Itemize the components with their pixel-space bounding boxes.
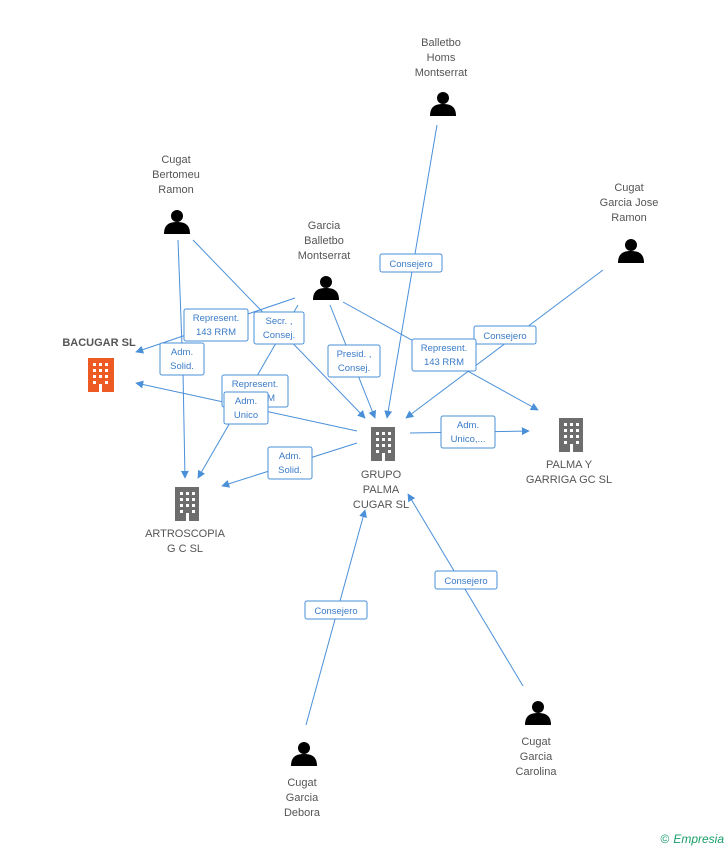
node-label-bertomeu-1: Cugat: [161, 154, 190, 166]
person-icon-garcia-jose[interactable]: [618, 239, 644, 263]
relation-box-r6[interactable]: Presid. , Consej.: [327, 344, 381, 378]
relation-label-r4-1: Secr. ,: [266, 316, 293, 327]
person-icon-balletbo[interactable]: [430, 92, 456, 116]
node-label-palma-garriga-1: PALMA Y: [546, 459, 593, 471]
relation-label-r12: Consejero: [444, 576, 487, 587]
building-icon-palma-garriga[interactable]: [559, 418, 583, 452]
node-label-bertomeu-3: Ramon: [158, 184, 193, 196]
relation-box-r3[interactable]: Represent. 143 RRM: [183, 308, 249, 342]
node-label-carolina-1: Cugat: [521, 736, 550, 748]
relation-label-r5-2: Solid.: [170, 361, 194, 372]
node-label-garcia-jose-2: Garcia Jose: [600, 197, 659, 209]
relation-label-r1: Consejero: [389, 259, 432, 270]
relation-label-r9-2: Unico: [234, 410, 258, 421]
building-icon-bacugar[interactable]: [88, 358, 114, 392]
relation-label-r7-1: Represent.: [421, 343, 467, 354]
relation-box-r1[interactable]: Consejero: [379, 253, 443, 273]
node-label-debora-2: Garcia: [286, 792, 319, 804]
node-label-palma-garriga-2: GARRIGA GC SL: [526, 474, 612, 486]
node-label-carolina-3: Carolina: [516, 766, 558, 778]
building-icon-grupo[interactable]: [371, 427, 395, 461]
node-label-garcia-jose-1: Cugat: [614, 182, 643, 194]
node-label-balletbo-2: Homs: [427, 52, 456, 64]
node-label-garcia-jose-3: Ramon: [611, 212, 646, 224]
copyright-icon: ©: [660, 832, 670, 846]
node-label-carolina-2: Garcia: [520, 751, 553, 763]
relation-label-r10-1: Adm.: [457, 420, 479, 431]
building-icon-artroscopia[interactable]: [175, 487, 199, 521]
person-icon-garcia-balletbo[interactable]: [313, 276, 339, 300]
edges: [135, 124, 604, 726]
node-label-grupo-1: GRUPO: [361, 469, 402, 481]
copyright-notice: ©Empresia: [660, 832, 724, 846]
node-label-bacugar: BACUGAR SL: [62, 337, 136, 349]
node-label-grupo-3: CUGAR SL: [353, 499, 409, 511]
node-label-bertomeu-2: Bertomeu: [152, 169, 200, 181]
relation-label-r2: Consejero: [483, 331, 526, 342]
relation-label-r7-2: 143 RRM: [424, 357, 464, 368]
relation-box-r4[interactable]: Secr. , Consej.: [253, 311, 305, 345]
node-label-debora-1: Cugat: [287, 777, 316, 789]
node-label-grupo-2: PALMA: [363, 484, 400, 496]
relation-box-r13[interactable]: Consejero: [304, 600, 368, 620]
relation-label-r5-1: Adm.: [171, 347, 193, 358]
edge-bertomeu-artro: [180, 371, 189, 479]
node-label-artroscopia-1: ARTROSCOPIA: [145, 528, 226, 540]
relation-label-r13: Consejero: [314, 606, 357, 617]
relation-label-r9-1: Adm.: [235, 396, 257, 407]
node-label-artroscopia-2: G C SL: [167, 543, 203, 555]
person-icon-bertomeu[interactable]: [164, 210, 190, 234]
relation-box-r7[interactable]: Represent. 143 RRM: [411, 338, 477, 372]
relation-label-r11-1: Adm.: [279, 451, 301, 462]
relation-label-r11-2: Solid.: [278, 465, 302, 476]
person-icon-debora[interactable]: [291, 742, 317, 766]
edge-carolina-grupo: [407, 493, 524, 687]
relation-label-r8-1: Represent.: [232, 379, 278, 390]
relation-label-r4-2: Consej.: [263, 330, 295, 341]
node-label-balletbo-3: Montserrat: [415, 67, 468, 79]
relation-box-r10[interactable]: Adm. Unico,...: [440, 415, 496, 449]
person-icon-carolina[interactable]: [525, 701, 551, 725]
relation-box-r11[interactable]: Adm. Solid.: [267, 446, 313, 480]
relation-label-r6-2: Consej.: [338, 363, 370, 374]
relation-label-r6-1: Presid. ,: [337, 349, 372, 360]
relation-box-r5[interactable]: Adm. Solid.: [159, 342, 205, 376]
node-label-garcia-balletbo-2: Balletbo: [304, 235, 344, 247]
relation-box-r2[interactable]: Consejero: [473, 325, 537, 345]
node-label-garcia-balletbo-1: Garcia: [308, 220, 341, 232]
brand-logo[interactable]: Empresia: [673, 832, 724, 846]
relation-label-r3-1: Represent.: [193, 313, 239, 324]
node-label-garcia-balletbo-3: Montserrat: [298, 250, 351, 262]
relation-box-r12[interactable]: Consejero: [434, 570, 498, 590]
relation-box-r9[interactable]: Adm. Unico: [223, 391, 269, 425]
relation-label-r3-2: 143 RRM: [196, 327, 236, 338]
relation-label-r10-2: Unico,...: [451, 434, 486, 445]
node-label-debora-3: Debora: [284, 807, 321, 819]
node-label-balletbo-1: Balletbo: [421, 37, 461, 49]
